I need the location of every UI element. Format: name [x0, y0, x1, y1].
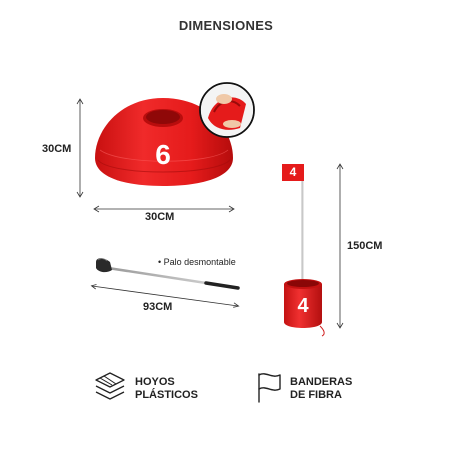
golf-club: [96, 258, 240, 290]
flag-height-label: 150CM: [347, 240, 383, 252]
cone-height-label: 30CM: [42, 143, 72, 155]
feature-fiber-flags: BANDERAS DE FIBRA: [290, 376, 352, 402]
club-length-line: [91, 285, 239, 307]
cone-number: 6: [155, 139, 171, 170]
detachable-club-note: • Palo desmontable: [158, 257, 236, 267]
layers-icon: [95, 372, 125, 400]
flag-assembly: [282, 164, 325, 337]
feature-fiber-flags-line2: DE FIBRA: [290, 389, 342, 401]
feature-plastic-holes-line1: HOYOS: [135, 376, 175, 388]
cone-marker: [95, 98, 233, 186]
feature-fiber-flags-line1: BANDERAS: [290, 376, 353, 388]
cone-detail-inset: [199, 82, 255, 138]
club-length-label: 93CM: [143, 301, 173, 313]
cone-width-label: 30CM: [145, 211, 175, 223]
flag-icon: [258, 373, 281, 403]
cup-number: 4: [297, 295, 309, 317]
flag-number: 4: [289, 165, 297, 179]
feature-plastic-holes-line2: PLÁSTICOS: [135, 389, 198, 401]
feature-plastic-holes: HOYOS PLÁSTICOS: [135, 376, 198, 402]
page-title: DIMENSIONES: [178, 18, 274, 33]
